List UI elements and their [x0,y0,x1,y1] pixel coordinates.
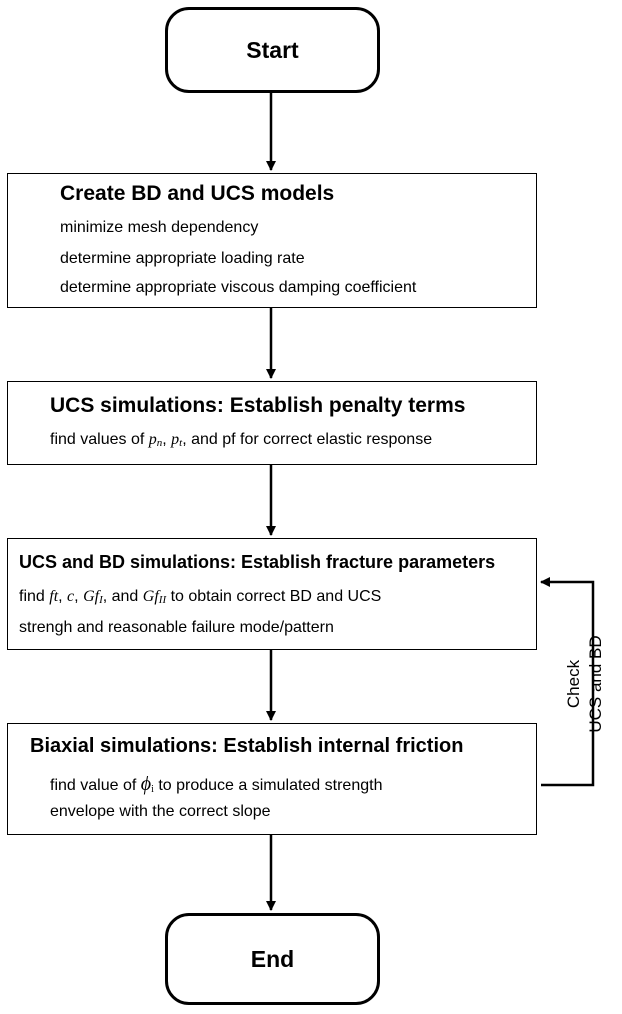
step-create-models: Create BD and UCS models minimize mesh d… [7,173,537,308]
text-segment: , and [102,588,139,605]
step-internal-friction-line: envelope with the correct slope [50,803,271,820]
symbol-gf2-subscript: II [158,594,167,606]
feedback-label: Check UCS and BD [563,629,607,739]
step-fracture-parameters-line: find ft, c, GfI, and GfII to obtain corr… [19,588,381,606]
start-terminal: Start [165,7,380,93]
symbol-pn: p [148,431,157,448]
symbol-gf2: Gf [142,588,159,605]
step-penalty-terms-title: UCS simulations: Establish penalty terms [50,394,466,417]
feedback-label-line: Check [564,659,583,709]
text-segment: to obtain correct BD and UCS [170,588,382,605]
feedback-label-line: UCS and BD [586,635,605,733]
step-penalty-terms: UCS simulations: Establish penalty terms… [7,381,537,465]
feedback-loop-arrow [540,577,595,787]
symbol-c: c [67,588,75,605]
end-terminal: End [165,913,380,1005]
symbol-pn-subscript: n [156,437,163,449]
symbol-pt-subscript: t [179,437,183,449]
step-create-models-line: determine appropriate loading rate [60,250,305,267]
step-create-models-title: Create BD and UCS models [60,182,335,205]
start-label: Start [246,36,299,63]
text-segment: , [58,588,63,605]
step-internal-friction-title: Biaxial simulations: Establish internal … [30,735,464,757]
text-segment: , [74,588,79,605]
step-create-models-line: determine appropriate viscous damping co… [60,279,417,296]
step-internal-friction-line: find value of ϕi to produce a simulated … [50,773,382,796]
symbol-gf1-subscript: I [99,594,103,606]
text-segment: , and pf for correct elastic response [182,431,433,448]
text-segment: find value of [50,777,137,794]
step-fracture-parameters: UCS and BD simulations: Establish fractu… [7,538,537,650]
symbol-phi: ϕ [140,773,152,795]
symbol-gf1: Gf [83,588,100,605]
text-segment: , [162,431,167,448]
step-fracture-parameters-title: UCS and BD simulations: Establish fractu… [19,552,496,572]
symbol-ft: ft [49,588,59,605]
symbol-phi-subscript: i [151,784,154,795]
end-label: End [250,945,295,972]
symbol-pt: p [171,431,180,448]
step-penalty-terms-line: find values of pn, pt, and pf for correc… [50,431,432,449]
step-create-models-line: minimize mesh dependency [60,219,259,236]
text-segment: to produce a simulated strength [158,777,383,794]
step-fracture-parameters-line: strengh and reasonable failure mode/patt… [19,619,334,636]
text-segment: find values of [50,431,145,448]
step-internal-friction: Biaxial simulations: Establish internal … [7,723,537,835]
text-segment: find [19,588,45,605]
